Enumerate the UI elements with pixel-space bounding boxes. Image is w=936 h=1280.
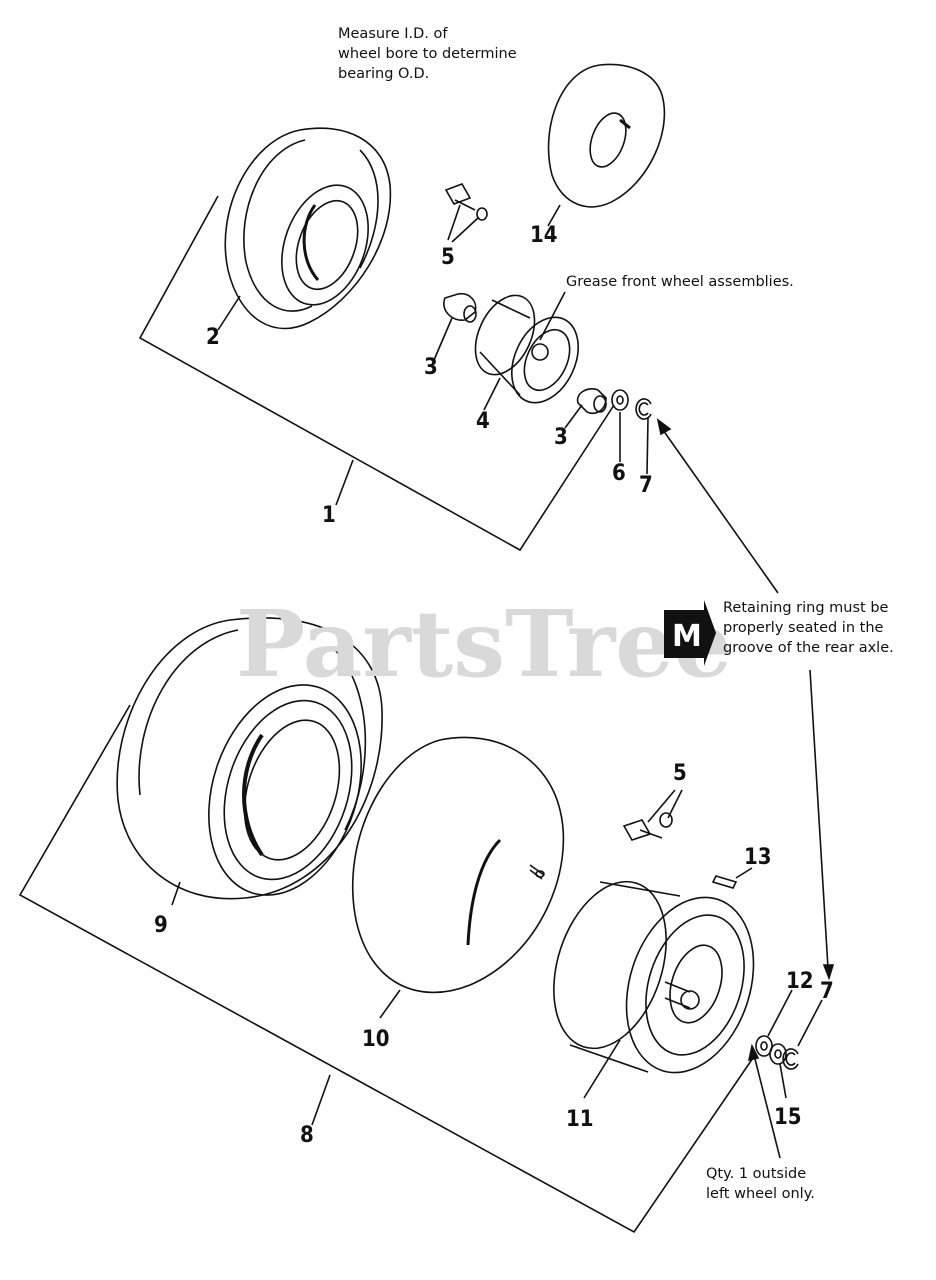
leader-grease — [540, 292, 565, 340]
front-rim — [464, 286, 592, 414]
callout-3a: 3 — [424, 355, 438, 380]
callout-5a: 5 — [441, 245, 455, 270]
callout-13: 13 — [744, 845, 772, 870]
leader-2 — [218, 296, 240, 330]
arrow-to-rear-ring — [810, 670, 828, 968]
callout-7b: 7 — [820, 979, 834, 1004]
leader-11 — [584, 1040, 620, 1098]
arrow-to-front-ring — [663, 430, 778, 593]
watermark: PartsTree — [236, 590, 732, 698]
arrow-qty — [754, 1055, 780, 1158]
callout-4: 4 — [476, 409, 490, 434]
leader-8 — [312, 1075, 330, 1125]
leader-9 — [172, 882, 180, 905]
note-grease: Grease front wheel assemblies. — [566, 274, 794, 290]
rear-tire — [117, 618, 387, 915]
rear-washer-12 — [756, 1036, 772, 1056]
front-bearing-left — [444, 294, 476, 322]
front-washer — [612, 390, 628, 410]
leader-15 — [780, 1064, 786, 1098]
front-retaining-ring — [636, 399, 651, 419]
rear-rim — [534, 867, 775, 1089]
callout-14: 14 — [530, 223, 558, 248]
leader-5b — [648, 790, 682, 822]
note-retaining-ring: Retaining ring must be properly seated i… — [723, 600, 894, 656]
rear-washer-15 — [770, 1044, 786, 1064]
leader-3a — [434, 318, 452, 360]
badge-letter: M — [672, 619, 702, 654]
leader-7b — [798, 1000, 822, 1046]
leader-10 — [380, 990, 400, 1018]
front-wheel-bolt — [446, 184, 487, 220]
maintenance-badge: M — [664, 600, 716, 666]
front-bearing-right — [578, 389, 606, 413]
note-measure-bore: Measure I.D. of wheel bore to determine … — [338, 26, 517, 82]
callout-7a: 7 — [639, 473, 653, 498]
leader-13 — [736, 868, 752, 878]
front-inner-tube — [549, 64, 665, 206]
note-qty-left-wheel: Qty. 1 outside left wheel only. — [706, 1166, 815, 1202]
callout-11: 11 — [566, 1107, 594, 1132]
bracket-rear-assembly — [20, 705, 755, 1232]
callout-5b: 5 — [673, 761, 687, 786]
callout-1: 1 — [322, 503, 336, 528]
callout-9: 9 — [154, 913, 168, 938]
callout-15: 15 — [774, 1105, 802, 1130]
leader-5a — [448, 205, 478, 242]
callout-10: 10 — [362, 1027, 390, 1052]
rear-wheel-bolt — [624, 813, 672, 840]
callout-8: 8 — [300, 1123, 314, 1148]
callout-12: 12 — [786, 969, 814, 994]
rear-retaining-ring — [783, 1049, 798, 1069]
callout-2: 2 — [206, 325, 220, 350]
bracket-front-assembly — [140, 196, 614, 550]
leader-3b — [565, 405, 582, 428]
leader-7a — [647, 418, 648, 474]
axle-key — [713, 876, 736, 888]
leader-4 — [484, 378, 500, 410]
leader-1 — [336, 460, 353, 505]
leader-14 — [548, 205, 560, 226]
callout-3b: 3 — [554, 425, 568, 450]
callout-6: 6 — [612, 461, 626, 486]
rear-inner-tube — [353, 737, 564, 992]
leader-12 — [768, 990, 792, 1036]
front-tire — [225, 128, 390, 328]
